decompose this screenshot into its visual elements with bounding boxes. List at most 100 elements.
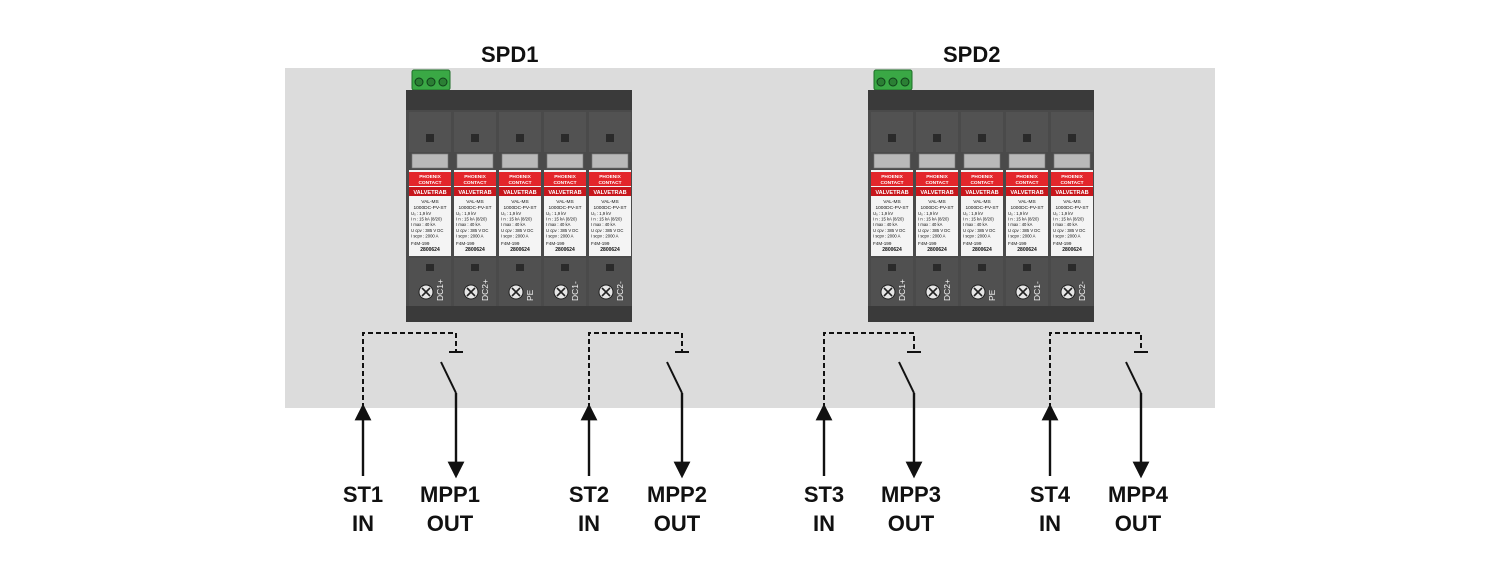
spec-line: U₀ : 1,9 kV: [546, 211, 566, 216]
switch-blade: [1125, 361, 1142, 394]
dashed-connection: [362, 332, 457, 408]
screw-slot: [928, 287, 938, 297]
terminal-label: DC1-: [570, 281, 580, 301]
series-bar: [871, 187, 913, 196]
brand-bar: [871, 172, 913, 186]
spec-line: U₀ : 1,9 kV: [1008, 211, 1028, 216]
part-number: 2800624: [465, 247, 485, 253]
series-bar: [1051, 187, 1093, 196]
series-bar: [499, 187, 541, 196]
terminal-window-icon: [426, 264, 434, 271]
brand-bar: [409, 172, 451, 186]
screw-slot: [421, 287, 431, 297]
spec-line: U₀ : 1,9 kV: [591, 211, 611, 216]
terminal-window-icon: [606, 264, 614, 271]
part-number: 2800624: [927, 247, 947, 253]
module-grip: [411, 153, 449, 169]
terminal-label: DC1-: [1032, 281, 1042, 301]
switch-blade: [898, 361, 915, 394]
module-top: [544, 112, 586, 152]
screw-slot: [973, 287, 983, 297]
status-window-icon: [516, 134, 524, 142]
terminal-window-icon: [888, 264, 896, 271]
model-line1: VAL-MS: [421, 199, 439, 205]
spec-line: I max : 40 kA: [501, 222, 526, 227]
series-name: VALVETRAB: [413, 190, 446, 196]
module-top: [1006, 112, 1048, 152]
status-window-icon: [1023, 134, 1031, 142]
string-4-wiring: [1041, 332, 1150, 479]
spec-line: I max : 40 kA: [546, 222, 571, 227]
screw-slot: [466, 287, 476, 297]
terminal-window-icon: [561, 264, 569, 271]
dashed-connection: [588, 332, 683, 408]
screw-slot: [601, 287, 611, 297]
brand-line2: CONTACT: [508, 180, 531, 186]
connector-pin-icon: [414, 77, 424, 87]
brand-line2: CONTACT: [880, 180, 903, 186]
part-number: 2800624: [420, 247, 440, 253]
brand-line2: CONTACT: [1060, 180, 1083, 186]
status-window-icon: [1068, 134, 1076, 142]
module-grip: [591, 153, 629, 169]
spec-line: U₀ : 1,9 kV: [411, 211, 431, 216]
brand-line2: CONTACT: [925, 180, 948, 186]
model-line2: 1000DC-PV-ST: [548, 205, 581, 211]
screw-slot: [1063, 287, 1073, 297]
brand-line2: CONTACT: [553, 180, 576, 186]
terminal-label: DC1+: [435, 279, 445, 301]
brand-line2: CONTACT: [970, 180, 993, 186]
screw-slot: [556, 287, 566, 297]
series-bar: [1006, 187, 1048, 196]
spec-line: U cpv : 385 V DC: [501, 228, 533, 233]
spec-line: I scpv : 2000 A: [1053, 233, 1081, 238]
spec-line: I scpv : 2000 A: [873, 233, 901, 238]
series-name: VALVETRAB: [593, 190, 626, 196]
spec-line: I scpv : 2000 A: [591, 233, 619, 238]
status-window-icon: [888, 134, 896, 142]
brand-bar: [1006, 172, 1048, 186]
spec-line: I scpv : 2000 A: [918, 233, 946, 238]
brand-bar: [589, 172, 631, 186]
spec-line: U₀ : 1,9 kV: [501, 211, 521, 216]
cert-number: F4M-199: [591, 241, 610, 246]
series-name: VALVETRAB: [965, 190, 998, 196]
cert-number: F4M-199: [963, 241, 982, 246]
connector-pin-icon: [426, 77, 436, 87]
model-line1: VAL-MS: [1063, 199, 1081, 205]
cert-number: F4M-199: [1053, 241, 1072, 246]
spec-line: I max : 40 kA: [918, 222, 943, 227]
spec-line: I n : 15 kA (8/20): [591, 217, 622, 222]
screw-slot: [883, 287, 893, 297]
spec-line: U cpv : 385 V DC: [411, 228, 443, 233]
connector-pin-icon: [900, 77, 910, 87]
spec-line: I n : 15 kA (8/20): [1008, 217, 1039, 222]
series-name: VALVETRAB: [875, 190, 908, 196]
spec-line: I scpv : 2000 A: [501, 233, 529, 238]
brand-line1: PHOENIX: [1061, 174, 1083, 180]
spd1-title: SPD1: [481, 42, 539, 67]
brand-line1: PHOENIX: [971, 174, 993, 180]
model-line1: VAL-MS: [928, 199, 946, 205]
terminal-label: DC2+: [480, 279, 490, 301]
status-window-icon: [471, 134, 479, 142]
module-top: [1051, 112, 1093, 152]
protection-module: PHOENIXCONTACTVALVETRABVAL-MS1000DC-PV-S…: [409, 112, 451, 306]
terminal-window-icon: [1068, 264, 1076, 271]
spec-line: U cpv : 385 V DC: [1008, 228, 1040, 233]
protection-module: PHOENIXCONTACTVALVETRABVAL-MS1000DC-PV-S…: [1006, 112, 1048, 306]
spec-line: I max : 40 kA: [1008, 222, 1033, 227]
brand-bar: [499, 172, 541, 186]
model-line2: 1000DC-PV-ST: [965, 205, 998, 211]
model-line1: VAL-MS: [556, 199, 574, 205]
spec-line: U cpv : 385 V DC: [591, 228, 623, 233]
model-line2: 1000DC-PV-ST: [458, 205, 491, 211]
cert-number: F4M-199: [411, 241, 430, 246]
terminal-label: PE: [525, 289, 535, 301]
spec-line: U cpv : 385 V DC: [963, 228, 995, 233]
model-line1: VAL-MS: [1018, 199, 1036, 205]
series-name: VALVETRAB: [920, 190, 953, 196]
